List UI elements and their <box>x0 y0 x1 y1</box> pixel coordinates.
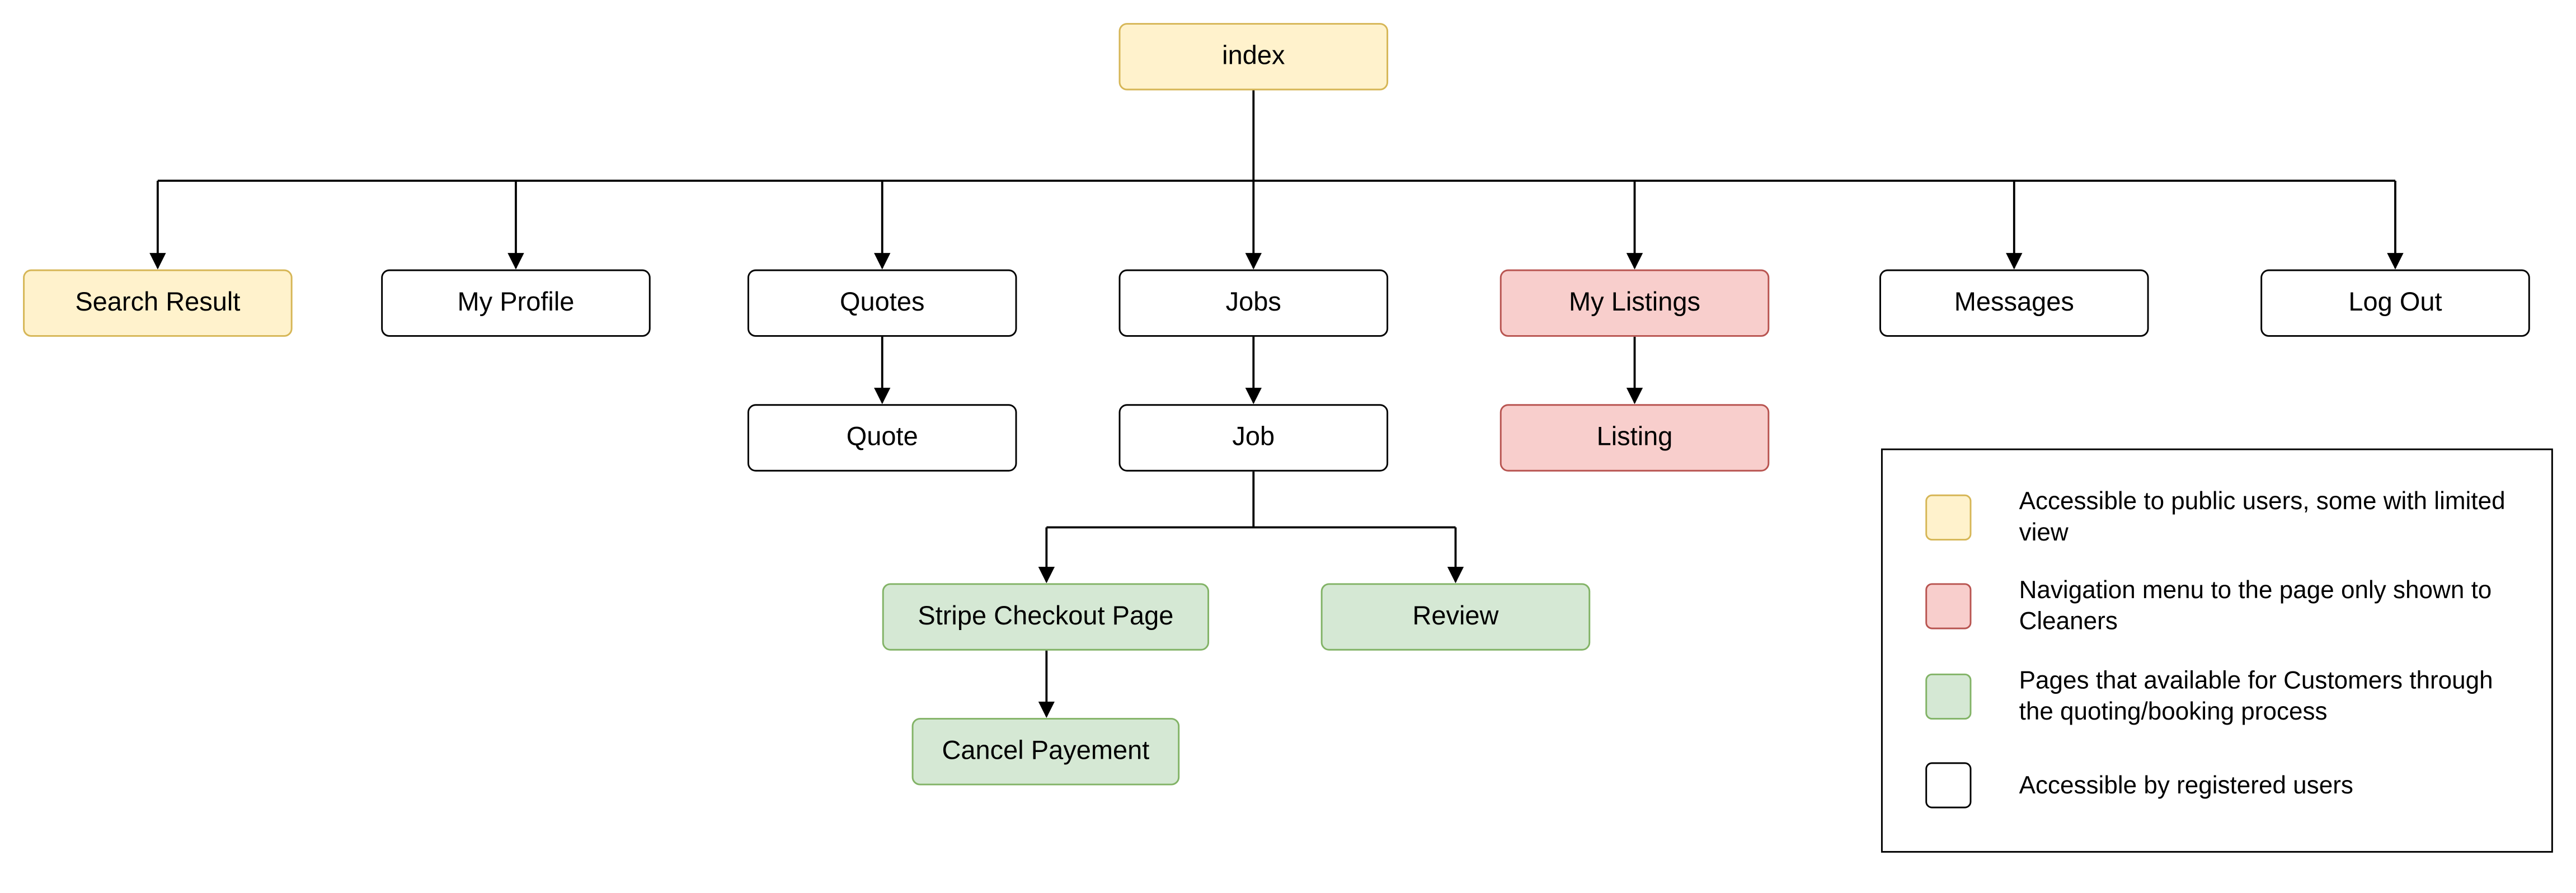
node-quote: Quote <box>747 404 1017 472</box>
node-stripe-checkout-page-label: Stripe Checkout Page <box>918 602 1174 631</box>
legend-swatch-cleaner <box>1925 583 1972 629</box>
node-messages-label: Messages <box>1954 288 2074 317</box>
node-job-label: Job <box>1232 423 1275 451</box>
node-review: Review <box>1320 583 1591 651</box>
legend-label-registered: Accessible by registered users <box>2019 771 2353 800</box>
node-search-result-label: Search Result <box>75 288 241 317</box>
node-my-profile-label: My Profile <box>457 288 575 317</box>
node-log-out: Log Out <box>2260 269 2530 337</box>
node-index-label: index <box>1222 41 1285 70</box>
node-review-label: Review <box>1412 602 1499 631</box>
node-messages: Messages <box>1879 269 2149 337</box>
legend-row-customer: Pages that available for Customers throu… <box>1883 664 2551 729</box>
node-jobs: Jobs <box>1118 269 1389 337</box>
legend-row-cleaner: Navigation menu to the page only shown t… <box>1883 574 2551 639</box>
node-stripe-checkout-page: Stripe Checkout Page <box>882 583 1210 651</box>
node-job: Job <box>1118 404 1389 472</box>
node-index: index <box>1118 23 1389 91</box>
legend-swatch-customer <box>1925 673 1972 720</box>
node-quotes: Quotes <box>747 269 1017 337</box>
node-cancel-payement: Cancel Payement <box>911 718 1180 786</box>
node-quote-label: Quote <box>846 423 918 451</box>
legend-label-cleaner: Navigation menu to the page only shown t… <box>2019 576 2492 636</box>
connector-job-split <box>1046 471 1456 529</box>
node-my-listings-label: My Listings <box>1569 288 1701 317</box>
node-listing: Listing <box>1499 404 1770 472</box>
node-listing-label: Listing <box>1596 423 1673 451</box>
node-log-out-label: Log Out <box>2348 288 2442 317</box>
node-search-result: Search Result <box>23 269 293 337</box>
legend-row-public: Accessible to public users, some with li… <box>1883 485 2551 550</box>
node-my-listings: My Listings <box>1499 269 1770 337</box>
node-my-profile: My Profile <box>381 269 651 337</box>
legend: Accessible to public users, some with li… <box>1881 448 2553 853</box>
node-quotes-label: Quotes <box>839 288 925 317</box>
legend-swatch-registered <box>1925 762 1972 809</box>
legend-row-registered: Accessible by registered users <box>1883 753 2551 818</box>
legend-label-customer: Pages that available for Customers throu… <box>2019 667 2493 726</box>
legend-swatch-public <box>1925 494 1972 541</box>
legend-label-public: Accessible to public users, some with li… <box>2019 488 2506 547</box>
node-cancel-payement-label: Cancel Payement <box>942 736 1150 765</box>
node-jobs-label: Jobs <box>1225 288 1281 317</box>
